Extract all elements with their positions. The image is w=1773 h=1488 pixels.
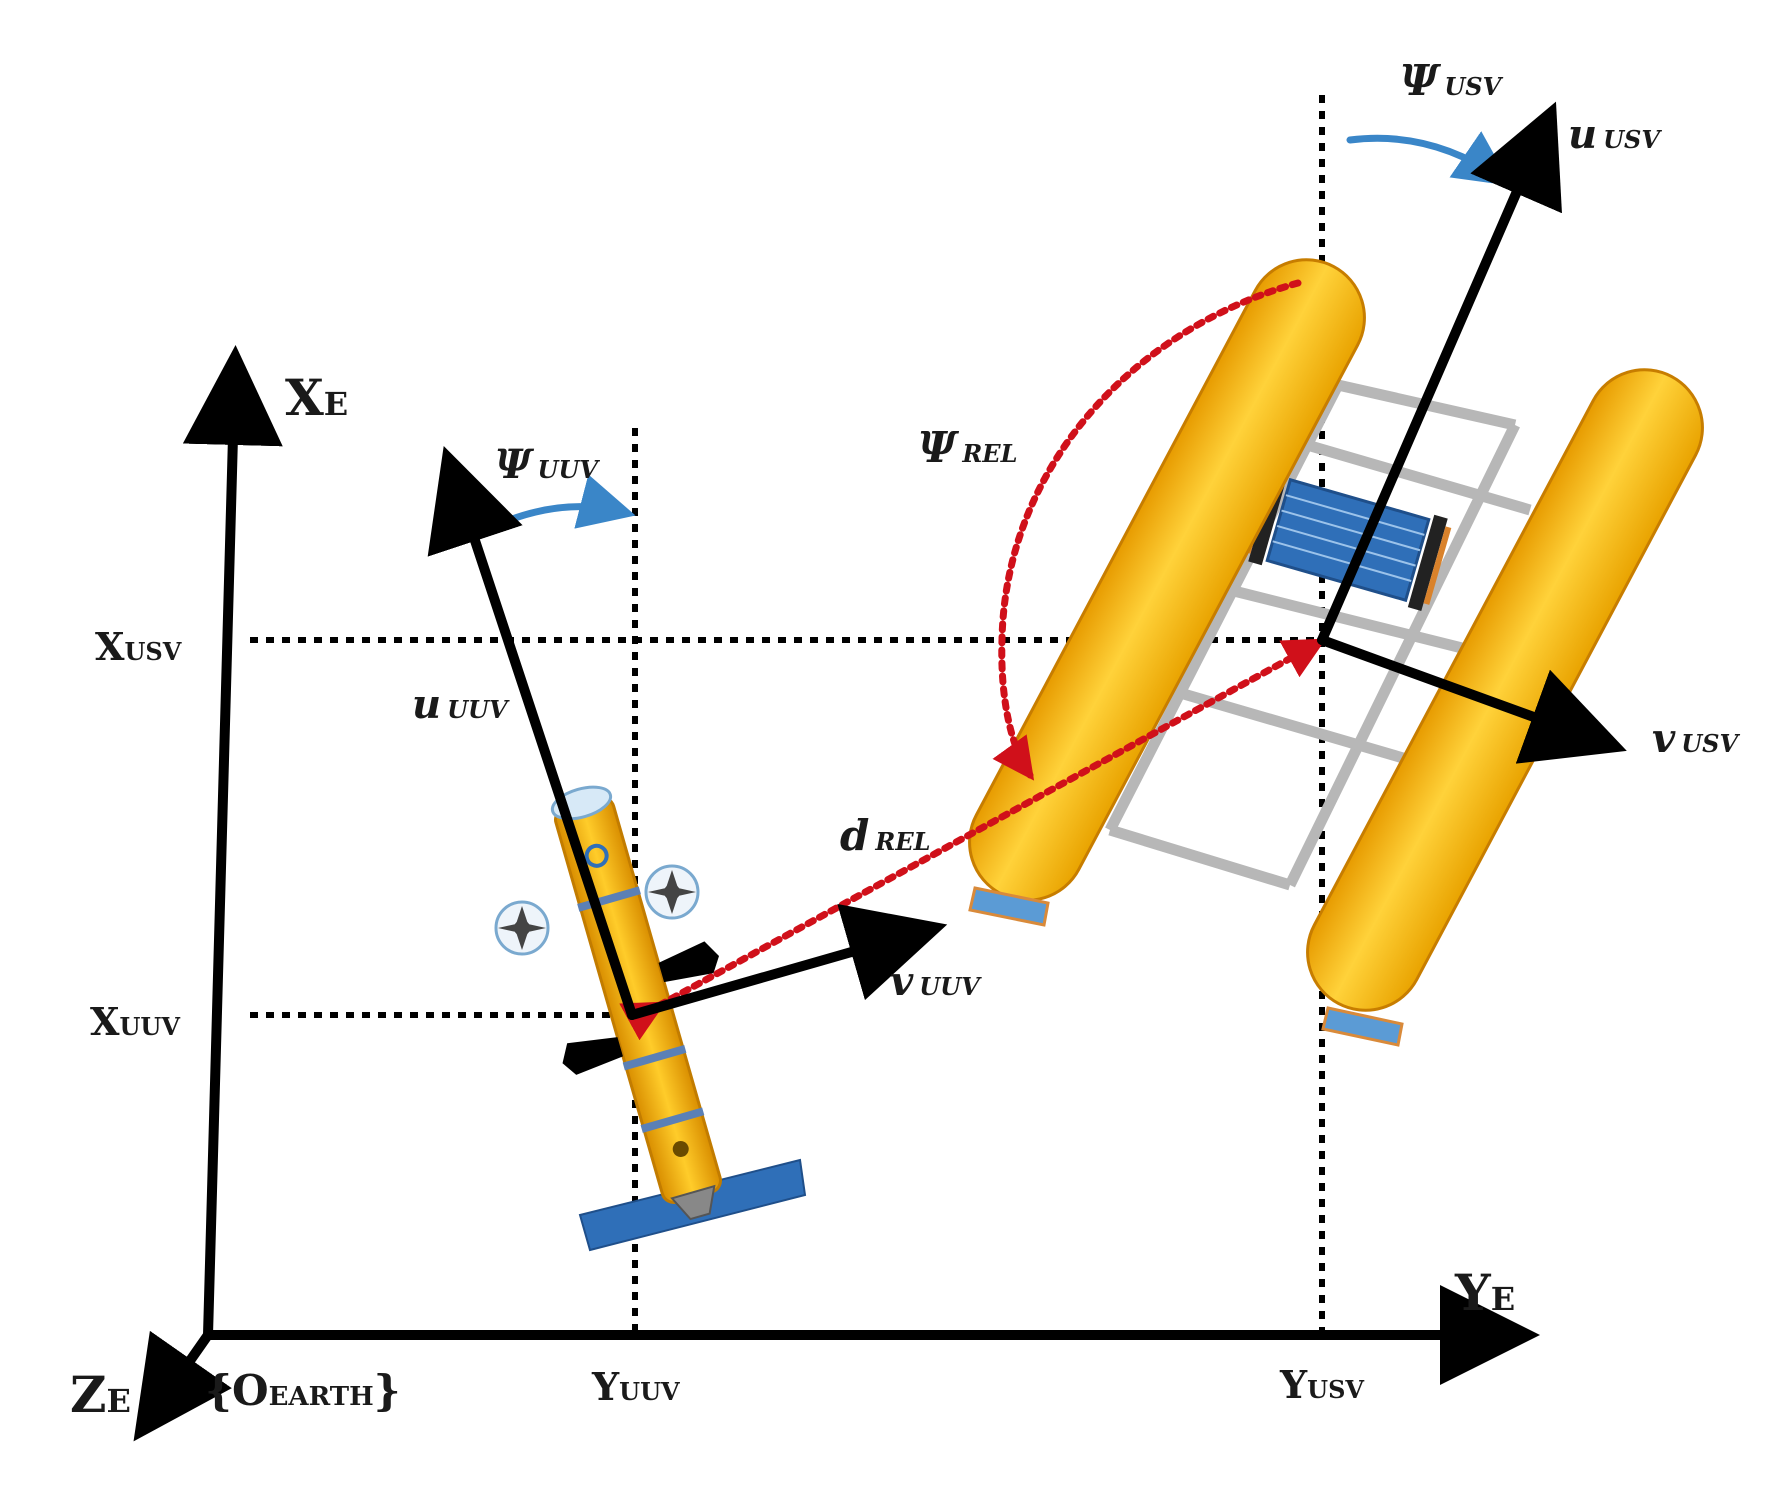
y-earth-label: YE bbox=[1454, 1263, 1515, 1322]
psi-usv-arrow bbox=[1346, 131, 1512, 186]
z-earth-label: ZE bbox=[70, 1365, 131, 1424]
x-usv-label: XUSV bbox=[95, 624, 182, 669]
u-usv-axis bbox=[1317, 101, 1562, 645]
d-rel-line bbox=[619, 638, 1327, 1041]
x-earth-axis bbox=[182, 345, 283, 1340]
x-earth-label: XE bbox=[285, 368, 348, 427]
y-uuv-label: YUUV bbox=[591, 1364, 680, 1409]
y-usv-label: YUSV bbox=[1279, 1362, 1364, 1407]
x-uuv-label: XUUV bbox=[90, 999, 180, 1044]
z-earth-axis bbox=[133, 1330, 232, 1442]
origin-label: {OEARTH} bbox=[205, 1366, 401, 1415]
u-uuv-axis bbox=[427, 446, 637, 1020]
usv-solar-panel bbox=[1244, 469, 1452, 611]
body-axes bbox=[427, 101, 1627, 1020]
uuv-propeller-left bbox=[494, 900, 550, 956]
psi-uuv-arrow bbox=[486, 474, 636, 532]
v-uuv-axis bbox=[627, 904, 948, 1020]
uuv-propeller-right bbox=[644, 864, 700, 920]
psi-rel-arc bbox=[992, 279, 1302, 781]
earth-axes bbox=[133, 345, 1540, 1442]
relative-geometry bbox=[619, 279, 1327, 1041]
usv-right-rudder bbox=[1321, 1006, 1404, 1047]
v-usv-axis bbox=[1317, 635, 1627, 764]
